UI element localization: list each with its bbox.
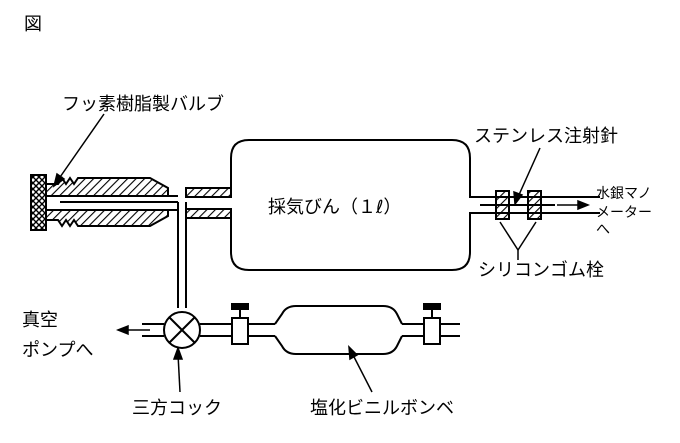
three-way-cock — [163, 311, 201, 349]
label-sampling-bottle: 採気びん（１ℓ） — [268, 197, 401, 218]
fluororesin-valve — [30, 174, 232, 231]
label-manometer-1: 水銀マノ — [596, 186, 652, 202]
stopcock-left — [231, 303, 249, 345]
coupling-upper — [185, 187, 232, 198]
pointer-arrows — [52, 113, 541, 393]
manometer-arrow — [557, 199, 591, 211]
pvc-cylinder — [274, 305, 403, 355]
label-manometer-2: メーター — [596, 205, 652, 221]
vacuum-pump-arrow — [115, 324, 150, 336]
valve-knob — [30, 174, 47, 231]
coupling-lower — [185, 208, 232, 219]
stainless-needle-assembly — [480, 190, 600, 220]
stopcock-right — [423, 303, 441, 345]
label-vacuum-2: ポンプへ — [22, 340, 93, 361]
label-stainless-needle: ステンレス注射針 — [474, 126, 618, 147]
figure-mark: 図 — [24, 14, 42, 35]
sampling-bottle — [230, 139, 480, 271]
label-fluororesin-valve: フッ素樹脂製バルブ — [62, 93, 224, 115]
valve-body-upper — [45, 176, 169, 197]
label-pvc-cylinder: 塩化ビニルボンベ — [310, 398, 454, 419]
label-three-way-cock: 三方コック — [132, 398, 222, 419]
label-vacuum-1: 真空 — [22, 310, 58, 331]
valve-body-lower — [45, 209, 169, 228]
connection-lines — [142, 202, 460, 337]
label-manometer-3: へ — [596, 222, 610, 238]
label-silicone-plug: シリコンゴム栓 — [478, 260, 604, 281]
